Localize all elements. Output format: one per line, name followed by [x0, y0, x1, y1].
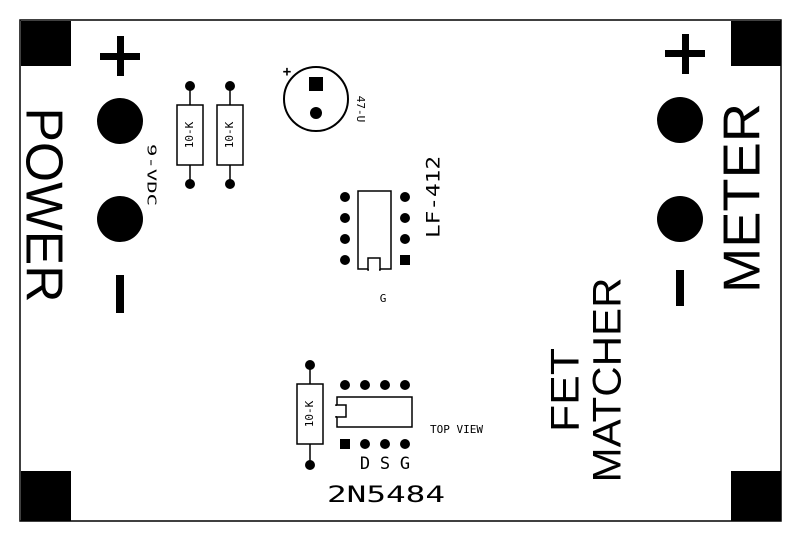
part-label: 2N5484 [327, 483, 445, 508]
power-label: POWER [14, 108, 72, 303]
minus-sign-right [676, 270, 684, 306]
meter-label: METER [714, 103, 772, 293]
capacitor-c1: + 47-U [283, 64, 367, 132]
source-label: S [380, 454, 390, 474]
drain-label: D [360, 454, 370, 474]
board-outline [19, 19, 782, 522]
plus-sign-right [665, 34, 705, 74]
top-view-label: TOP VIEW [430, 423, 483, 436]
gate-label: G [400, 454, 410, 474]
corner-pad-bottom-left [21, 471, 71, 521]
ground-label: G [380, 292, 387, 305]
power-pad-plus [97, 98, 143, 144]
meter-pad-minus [657, 196, 703, 242]
ic-lf412 [340, 190, 410, 271]
corner-pad-bottom-right [731, 471, 781, 521]
minus-sign-left [116, 275, 124, 313]
meter-pad-plus [657, 97, 703, 143]
fet-label: FET [544, 348, 588, 432]
matcher-label: MATCHER [586, 278, 630, 483]
fet-footprint [331, 380, 413, 449]
corner-pad-top-left [21, 21, 71, 66]
capacitor-plus-label: + [283, 64, 291, 80]
resistor-r1: 10-K [176, 81, 204, 189]
power-pad-minus [97, 196, 143, 242]
plus-sign-left [100, 36, 140, 76]
capacitor-value-label: 47-U [354, 96, 367, 123]
ic-label: LF-412 [423, 156, 445, 238]
resistor-r2-label: 10-K [223, 121, 236, 148]
resistor-r3-label: 10-K [303, 400, 316, 427]
resistor-r1-label: 10-K [183, 121, 196, 148]
voltage-label: 9-VDC [145, 144, 159, 206]
corner-pad-top-right [731, 21, 781, 66]
resistor-r2: 10-K [216, 81, 244, 189]
resistor-r3: 10-K [296, 360, 324, 470]
